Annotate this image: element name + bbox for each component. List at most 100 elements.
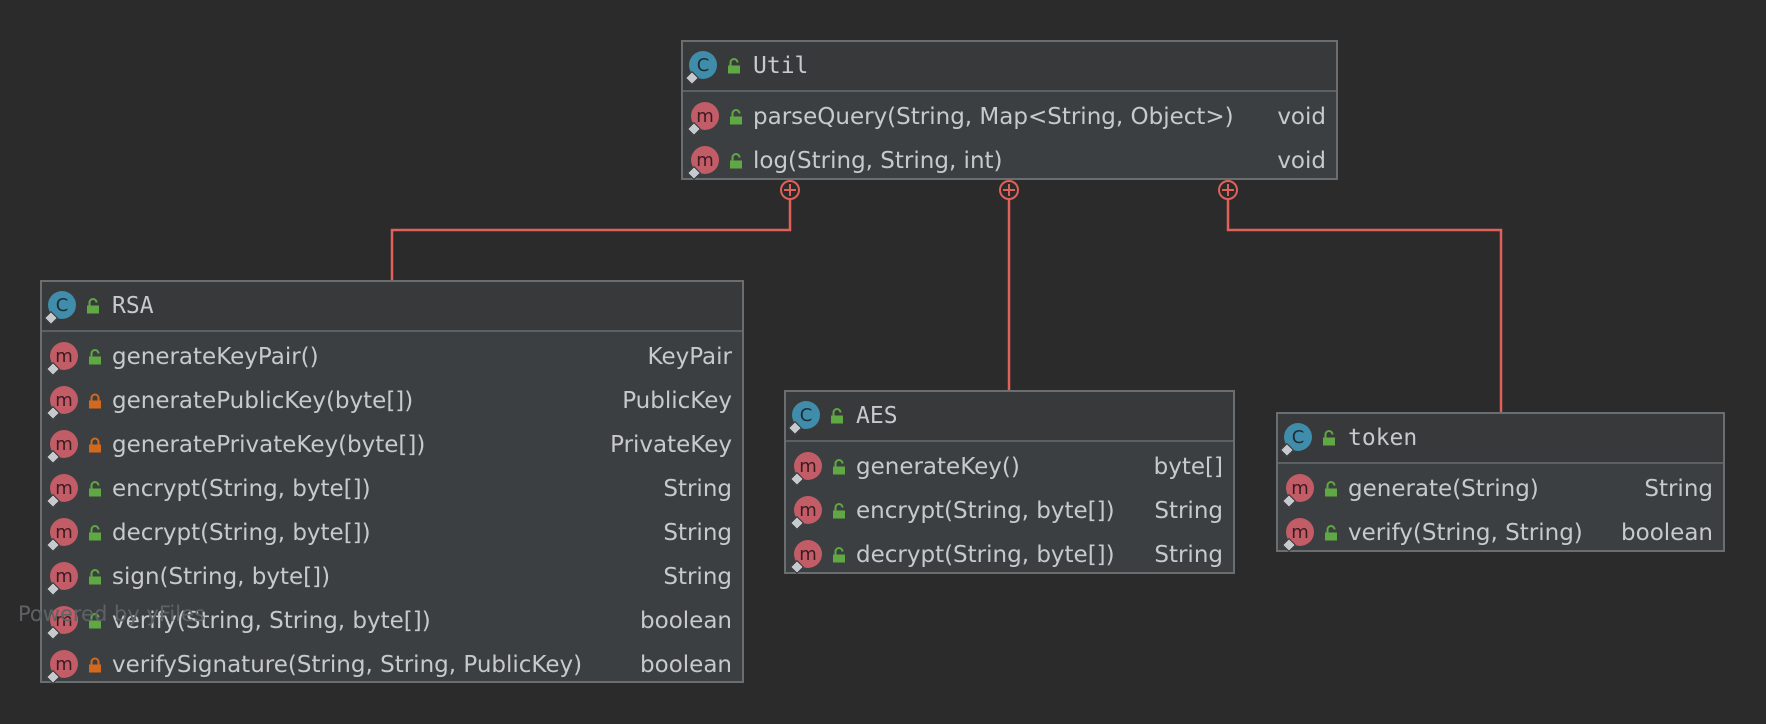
method-icon: m [789, 496, 824, 531]
method-return-type: String [1154, 498, 1223, 524]
method-icon: m [45, 650, 80, 685]
public-unlock-icon [1322, 430, 1336, 446]
method-icon: m [686, 102, 721, 137]
public-unlock-icon [88, 481, 102, 497]
public-unlock-icon [1324, 481, 1338, 497]
method-row[interactable]: m verify(String, String) boolean [1278, 511, 1723, 555]
method-row[interactable]: m generatePublicKey(byte[]) PublicKey [42, 379, 742, 423]
method-icon: m [789, 540, 824, 575]
method-list: m generateKeyPair() KeyPair m generatePublic… [42, 332, 742, 687]
method-row[interactable]: m generateKeyPair() KeyPair [42, 335, 742, 379]
method-signature: generatePrivateKey(byte[]) [112, 432, 426, 458]
method-return-type: KeyPair [647, 344, 732, 370]
class-header[interactable]: C AES [786, 392, 1233, 442]
method-return-type: void [1277, 148, 1326, 174]
public-unlock-icon [729, 153, 743, 169]
method-return-type: PublicKey [622, 388, 732, 414]
connector-util-token [1226, 190, 1503, 412]
method-signature: decrypt(String, byte[]) [112, 520, 371, 546]
private-lock-icon [88, 437, 102, 453]
method-return-type: PrivateKey [610, 432, 732, 458]
watermark: Powered by yFiles [18, 602, 205, 626]
public-unlock-icon [88, 613, 102, 629]
method-signature: parseQuery(String, Map<String, Object>) [753, 104, 1234, 130]
method-signature: encrypt(String, byte[]) [112, 476, 371, 502]
method-signature: sign(String, byte[]) [112, 564, 331, 590]
method-icon: m [45, 562, 80, 597]
method-return-type: boolean [640, 652, 732, 678]
method-row[interactable]: m decrypt(String, byte[]) String [786, 533, 1233, 577]
method-badge: m [50, 562, 78, 590]
method-list: m generate(String) String m verify(String, S… [1278, 464, 1723, 555]
method-row[interactable]: m parseQuery(String, Map<String, Object>)… [683, 95, 1336, 139]
method-signature: log(String, String, int) [753, 148, 1003, 174]
method-icon: m [789, 452, 824, 487]
method-icon: m [1281, 474, 1316, 509]
public-unlock-icon [86, 298, 100, 314]
class-node-aes[interactable]: C AES m generateKey() byte[] m encrypt(String,… [784, 390, 1235, 577]
public-unlock-icon [1324, 525, 1338, 541]
method-return-type: void [1277, 104, 1326, 130]
method-return-type: byte[] [1153, 454, 1223, 480]
method-row[interactable]: m encrypt(String, byte[]) String [786, 489, 1233, 533]
method-icon: m [1281, 518, 1316, 553]
inner-class-marker-icon [780, 180, 1238, 200]
method-signature: decrypt(String, byte[]) [856, 542, 1115, 568]
public-unlock-icon [832, 503, 846, 519]
method-row[interactable]: m log(String, String, int) void [683, 139, 1336, 183]
method-signature: generate(String) [1348, 476, 1539, 502]
method-row[interactable]: m generate(String) String [1278, 467, 1723, 511]
public-unlock-icon [729, 109, 743, 125]
method-signature: generateKey() [856, 454, 1020, 480]
connector-util-rsa [390, 190, 792, 280]
class-name: AES [856, 403, 898, 429]
public-unlock-icon [88, 349, 102, 365]
method-row[interactable]: m generateKey() byte[] [786, 445, 1233, 489]
method-return-type: String [663, 564, 732, 590]
class-icon: C [43, 291, 78, 326]
method-return-type: boolean [640, 608, 732, 634]
public-unlock-icon [832, 547, 846, 563]
method-list: m generateKey() byte[] m encrypt(String, byt… [786, 442, 1233, 577]
method-badge: m [1286, 474, 1314, 502]
method-signature: generatePublicKey(byte[]) [112, 388, 414, 414]
public-unlock-icon [88, 569, 102, 585]
method-signature: generateKeyPair() [112, 344, 319, 370]
method-icon: m [686, 146, 721, 181]
method-return-type: String [1154, 542, 1223, 568]
method-return-type: String [663, 520, 732, 546]
class-name: Util [753, 53, 809, 79]
method-return-type: boolean [1621, 520, 1713, 546]
method-icon: m [45, 342, 80, 377]
method-row[interactable]: m generatePrivateKey(byte[]) PrivateKey [42, 423, 742, 467]
method-icon: m [45, 386, 80, 421]
public-unlock-icon [727, 58, 741, 74]
method-signature: verify(String, String) [1348, 520, 1583, 546]
class-badge: C [792, 401, 820, 429]
method-signature: encrypt(String, byte[]) [856, 498, 1115, 524]
private-lock-icon [88, 657, 102, 673]
method-badge: m [50, 342, 78, 370]
method-signature: verify(String, String, byte[]) [112, 608, 431, 634]
method-return-type: String [1644, 476, 1713, 502]
public-unlock-icon [832, 459, 846, 475]
method-badge: m [50, 430, 78, 458]
method-row[interactable]: m sign(String, byte[]) String [42, 555, 742, 599]
method-badge: m [50, 474, 78, 502]
method-badge: m [794, 540, 822, 568]
method-list: m parseQuery(String, Map<String, Object>)… [683, 92, 1336, 183]
method-icon: m [45, 474, 80, 509]
public-unlock-icon [830, 408, 844, 424]
class-name: token [1348, 425, 1418, 451]
